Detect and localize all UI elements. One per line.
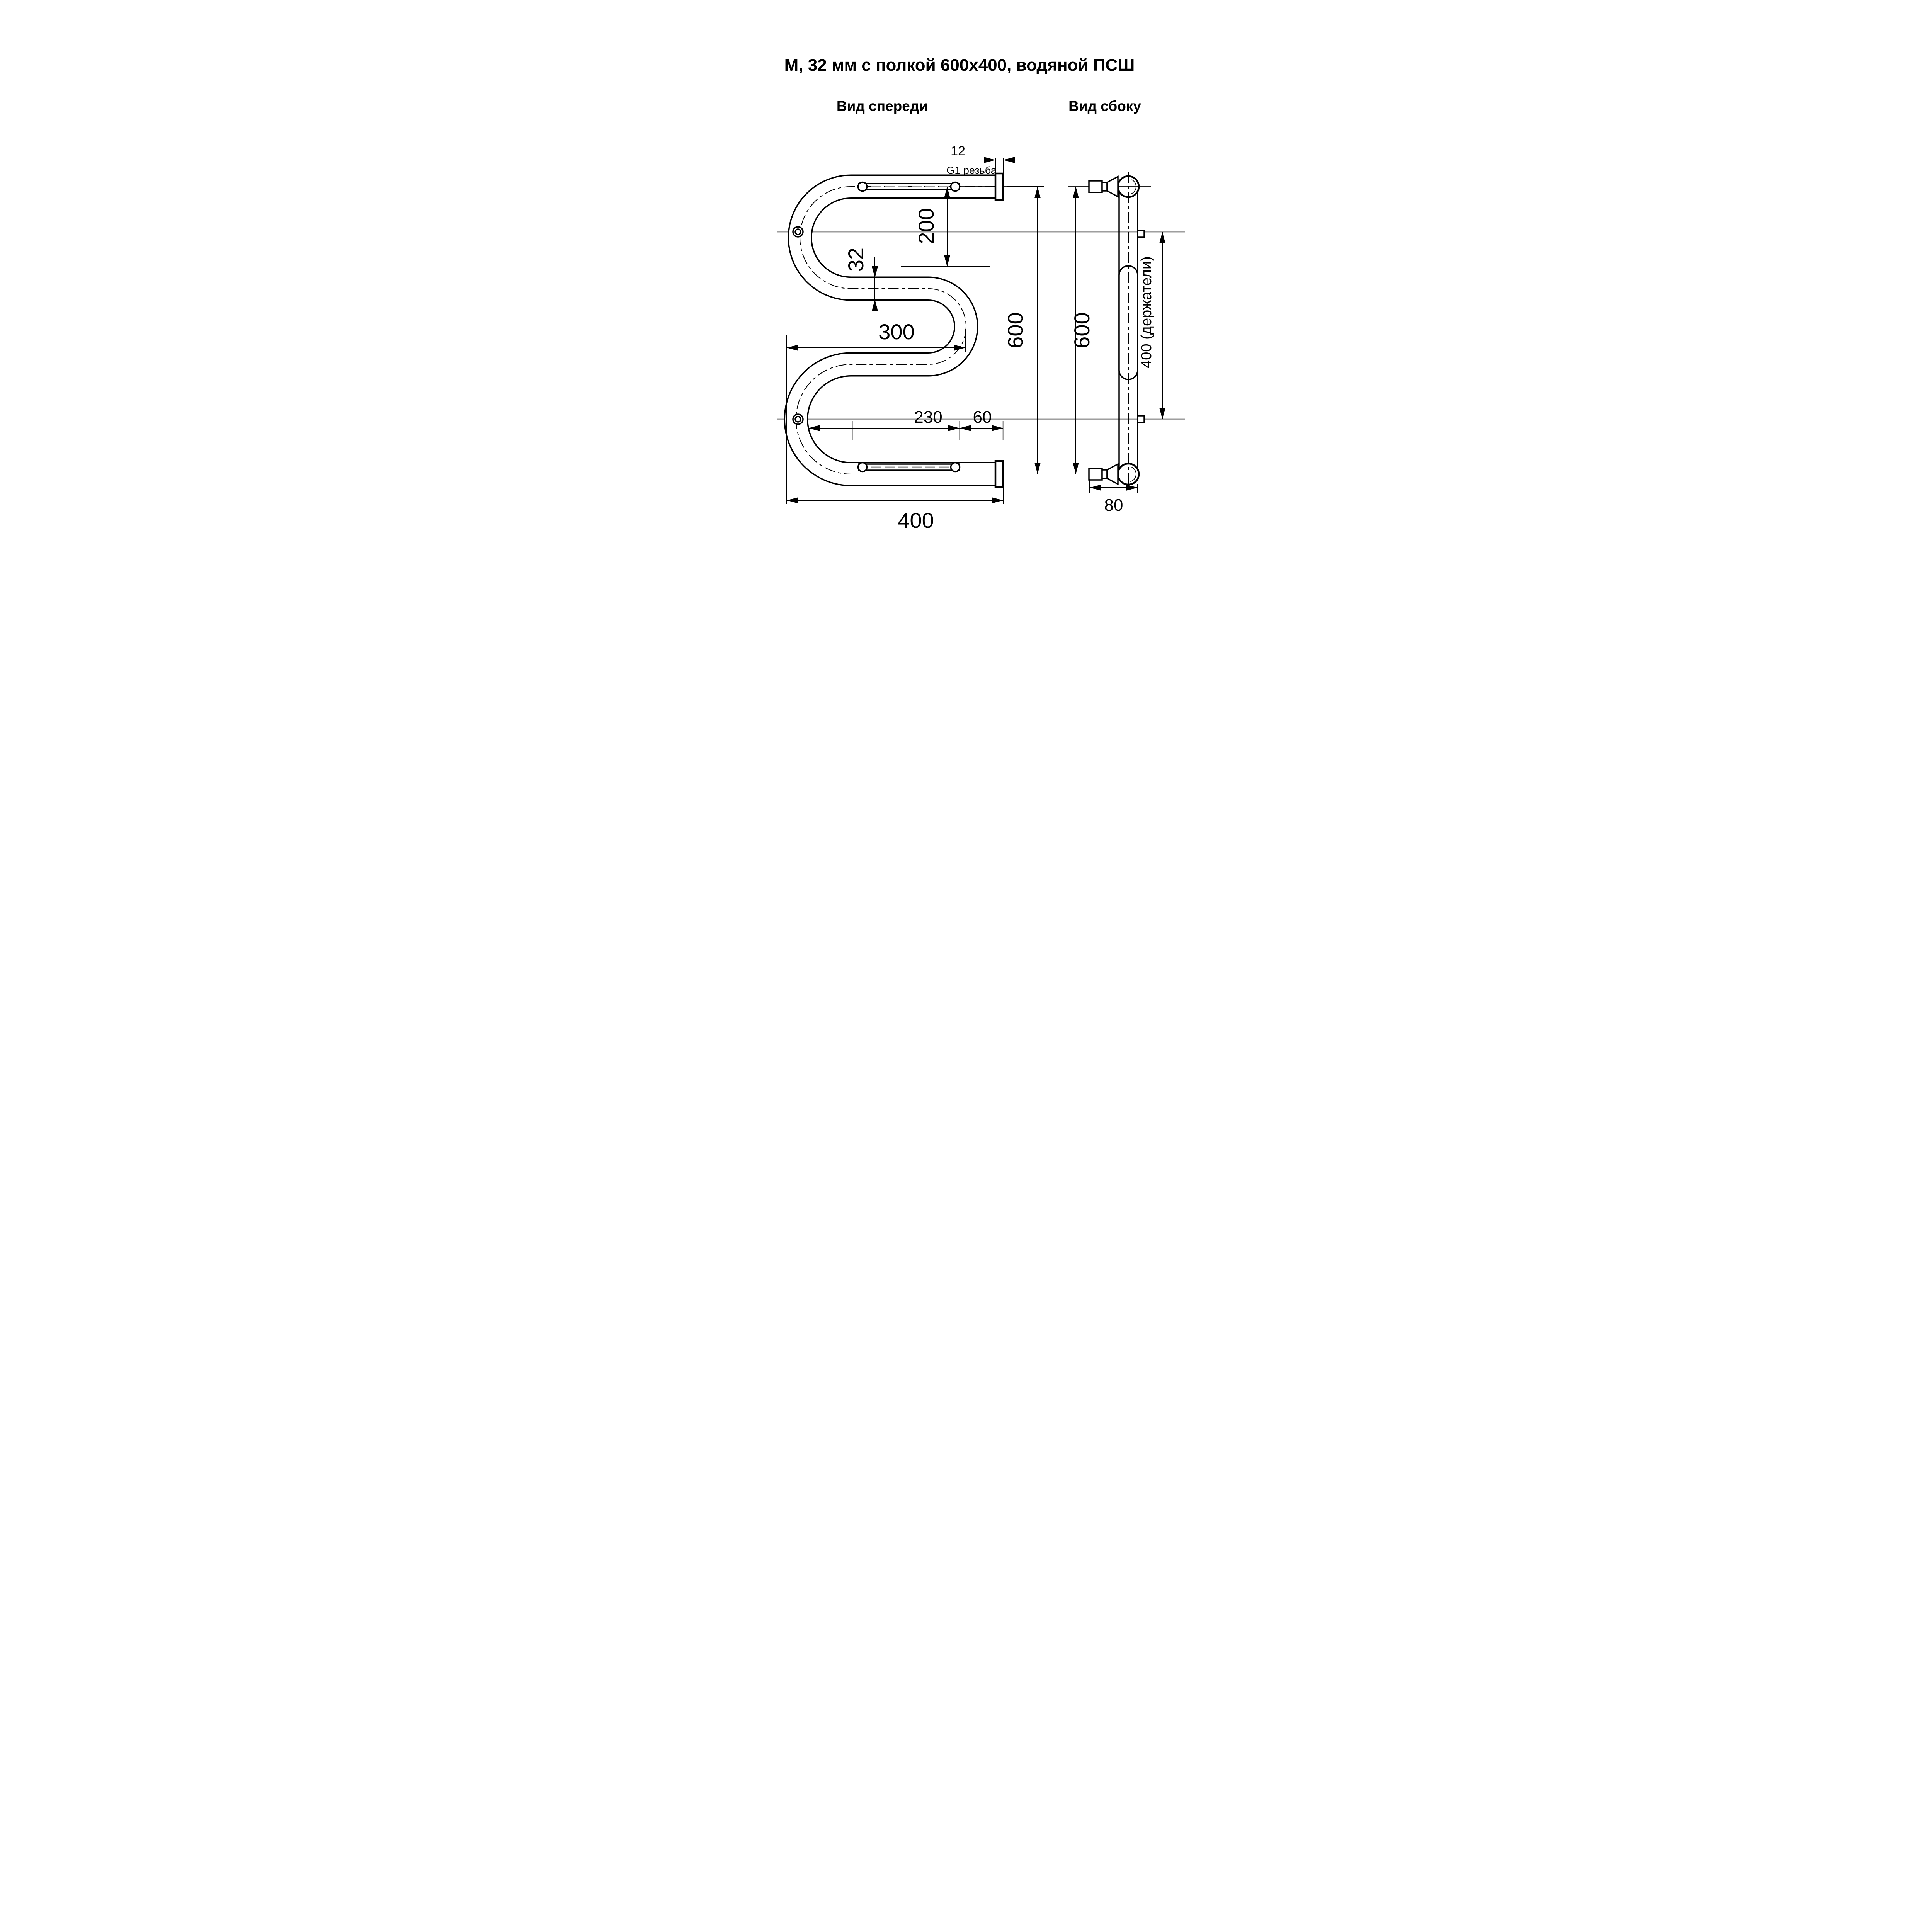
shelf-ball: [857, 462, 868, 473]
dim-thread-length-label: 12: [951, 144, 965, 158]
side-dimensions: 600 400 (держатели) 80: [1070, 187, 1165, 515]
dim-600-front: 600: [1003, 186, 1044, 474]
dim-thread-note-label: G1 резьба: [946, 165, 997, 176]
front-dimensions: 12 G1 резьба 200 32 300: [786, 144, 1044, 532]
shelf-ball: [857, 181, 868, 192]
dim-300: 300: [787, 320, 966, 352]
dim-400-holders: 400 (держатели): [1138, 232, 1165, 419]
side-view: [1068, 172, 1151, 491]
dim-300-label: 300: [878, 320, 914, 344]
pipe-end-cap-top: [994, 172, 1004, 201]
dim-400-label: 400: [898, 508, 934, 532]
bracket-ring-top: [792, 226, 804, 238]
front-view: [784, 172, 1033, 488]
mounting-centerlines: [777, 231, 1185, 420]
pipe-centerline: [796, 186, 995, 474]
dim-400: 400: [786, 335, 1004, 532]
pipe-end-cap-bottom: [994, 460, 1004, 488]
fitting-top: [1068, 175, 1151, 198]
dim-80: 80: [1089, 479, 1138, 515]
dim-600-front-label: 600: [1003, 312, 1028, 348]
wall-bracket-top: [1137, 230, 1145, 238]
dim-32: 32: [844, 248, 878, 311]
drawing-page: М, 32 мм с полкой 600х400, водяной ПСШ В…: [720, 0, 1199, 547]
dim-600-side: 600: [1070, 187, 1094, 474]
side-view-label: Вид сбоку: [1068, 98, 1141, 114]
dim-400-holders-label: 400 (держатели): [1138, 256, 1155, 368]
dim-200: 200: [901, 187, 990, 267]
front-view-label: Вид спереди: [837, 98, 928, 114]
drawing-title: М, 32 мм с полкой 600х400, водяной ПСШ: [784, 56, 1135, 75]
dim-thread: 12 G1 резьба: [946, 144, 1019, 176]
dim-200-label: 200: [914, 208, 938, 244]
dim-80-label: 80: [1104, 496, 1123, 515]
dim-32-label: 32: [844, 248, 868, 272]
shelf-ball: [950, 462, 961, 473]
technical-drawing: М, 32 мм с полкой 600х400, водяной ПСШ В…: [720, 0, 1199, 547]
bottom-shelf-rail: [857, 462, 1033, 474]
bracket-ring-bottom: [792, 413, 804, 425]
dim-230-60: 230 60: [808, 408, 1004, 440]
dim-60-label: 60: [973, 408, 992, 427]
shelf-ball: [950, 181, 961, 192]
dim-600-side-label: 600: [1070, 312, 1094, 348]
fitting-bottom: [1068, 463, 1151, 485]
wall-bracket-bottom: [1137, 415, 1145, 423]
dim-230-label: 230: [914, 408, 942, 427]
